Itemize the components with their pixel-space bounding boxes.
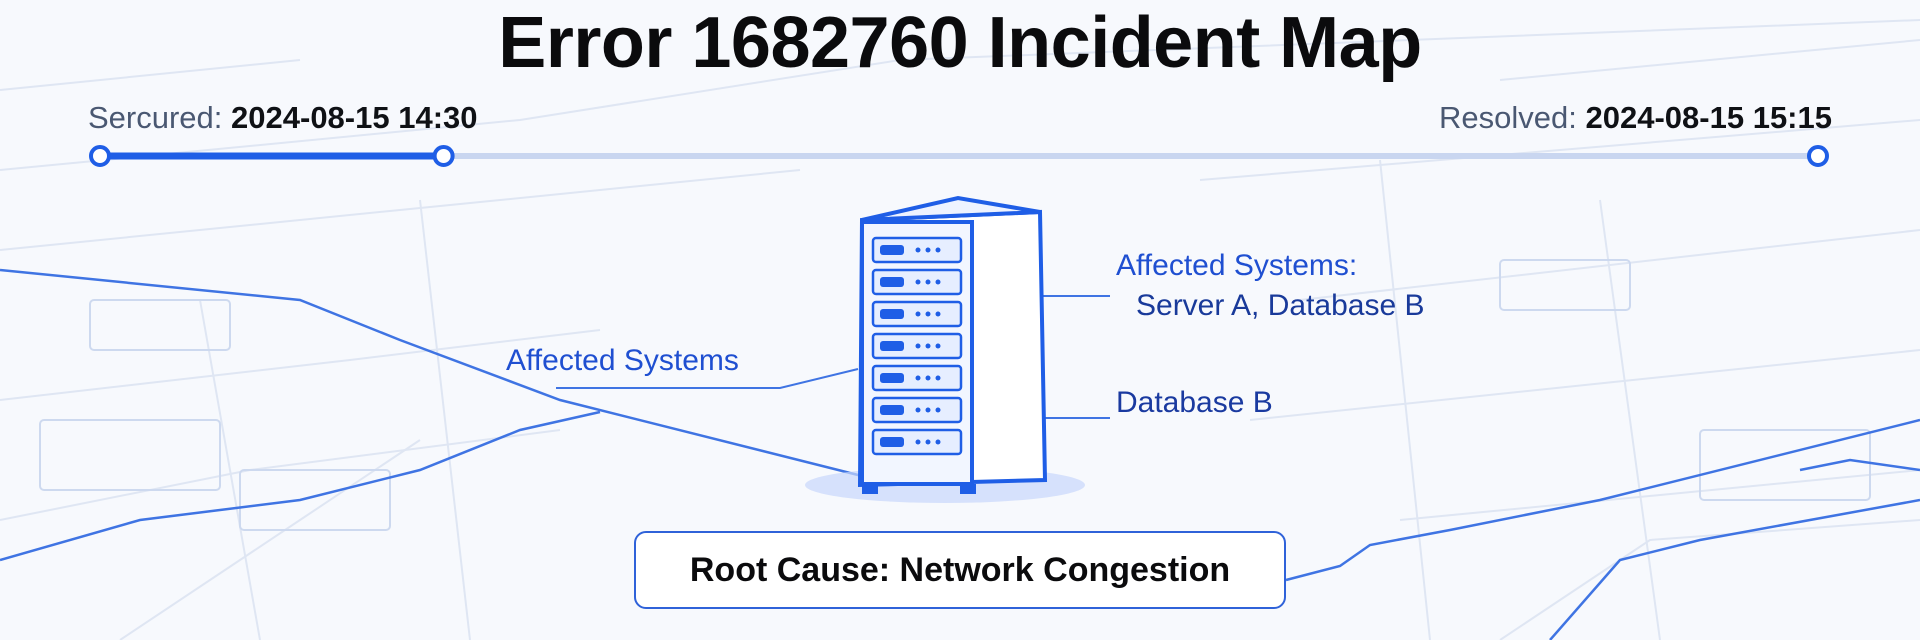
timeline-end-value: 2024-08-15 15:15 [1585,100,1832,135]
affected-systems-label: Affected Systems: [1116,249,1358,282]
incident-timeline [89,145,1829,167]
root-cause-text: Root Cause: Network Congestion [689,550,1231,589]
timeline-start-value: 2024-08-15 14:30 [231,100,478,135]
server-rack-icon [805,195,1085,503]
affected-systems-value: Server A, Database B [1136,289,1425,322]
page-title: Error 1682760 Incident Map [498,3,1422,83]
timeline-current-marker [432,145,455,167]
callout-affected-systems-detail: Affected Systems: Server A, Database B [1116,246,1425,326]
timeline-end-label: Resolved: 2024-08-15 15:15 [1439,100,1832,136]
callout-database: Database B [1116,386,1273,419]
timeline-start-marker [89,145,111,167]
timeline-end-key: Resolved: [1439,100,1577,135]
timeline-start-key: Sercured: [88,100,223,135]
root-cause-box: Root Cause: Network Congestion [634,531,1286,609]
timeline-end-marker [1807,145,1829,167]
callout-affected-systems: Affected Systems [506,344,739,377]
timeline-start-label: Sercured: 2024-08-15 14:30 [88,100,478,136]
